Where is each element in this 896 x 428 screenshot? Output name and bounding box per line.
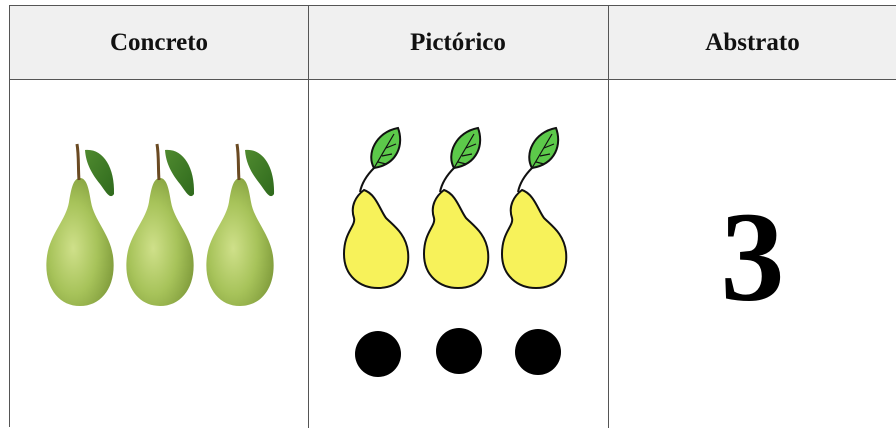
- dot-icon: [515, 329, 561, 375]
- abstract-numeral: 3: [720, 185, 785, 328]
- pictorial-cell: [308, 80, 608, 428]
- pear-photo-icon: [204, 142, 276, 308]
- concrete-cell: [10, 80, 308, 428]
- pear-drawing-icon: [501, 127, 568, 289]
- header-row: Concreto Pictórico Abstrato: [10, 6, 896, 80]
- pear-drawing-icon: [423, 127, 490, 289]
- dot-icon: [436, 328, 482, 374]
- pear-drawing-icon: [343, 127, 410, 289]
- pear-photo-icon: [124, 142, 196, 308]
- header-pictorico: Pictórico: [410, 29, 506, 56]
- column-divider-1: [308, 6, 309, 428]
- abstract-cell: 3: [608, 80, 896, 428]
- cpa-table: Concreto Pictórico Abstrato: [9, 5, 896, 428]
- header-concreto: Concreto: [109, 29, 209, 56]
- pear-photo-icon: [44, 142, 116, 308]
- concrete-pears: [44, 142, 276, 308]
- pictorial-drawings: [343, 127, 568, 377]
- dot-icon: [355, 331, 401, 377]
- column-divider-2: [608, 6, 609, 428]
- header-abstrato: Abstrato: [705, 29, 800, 56]
